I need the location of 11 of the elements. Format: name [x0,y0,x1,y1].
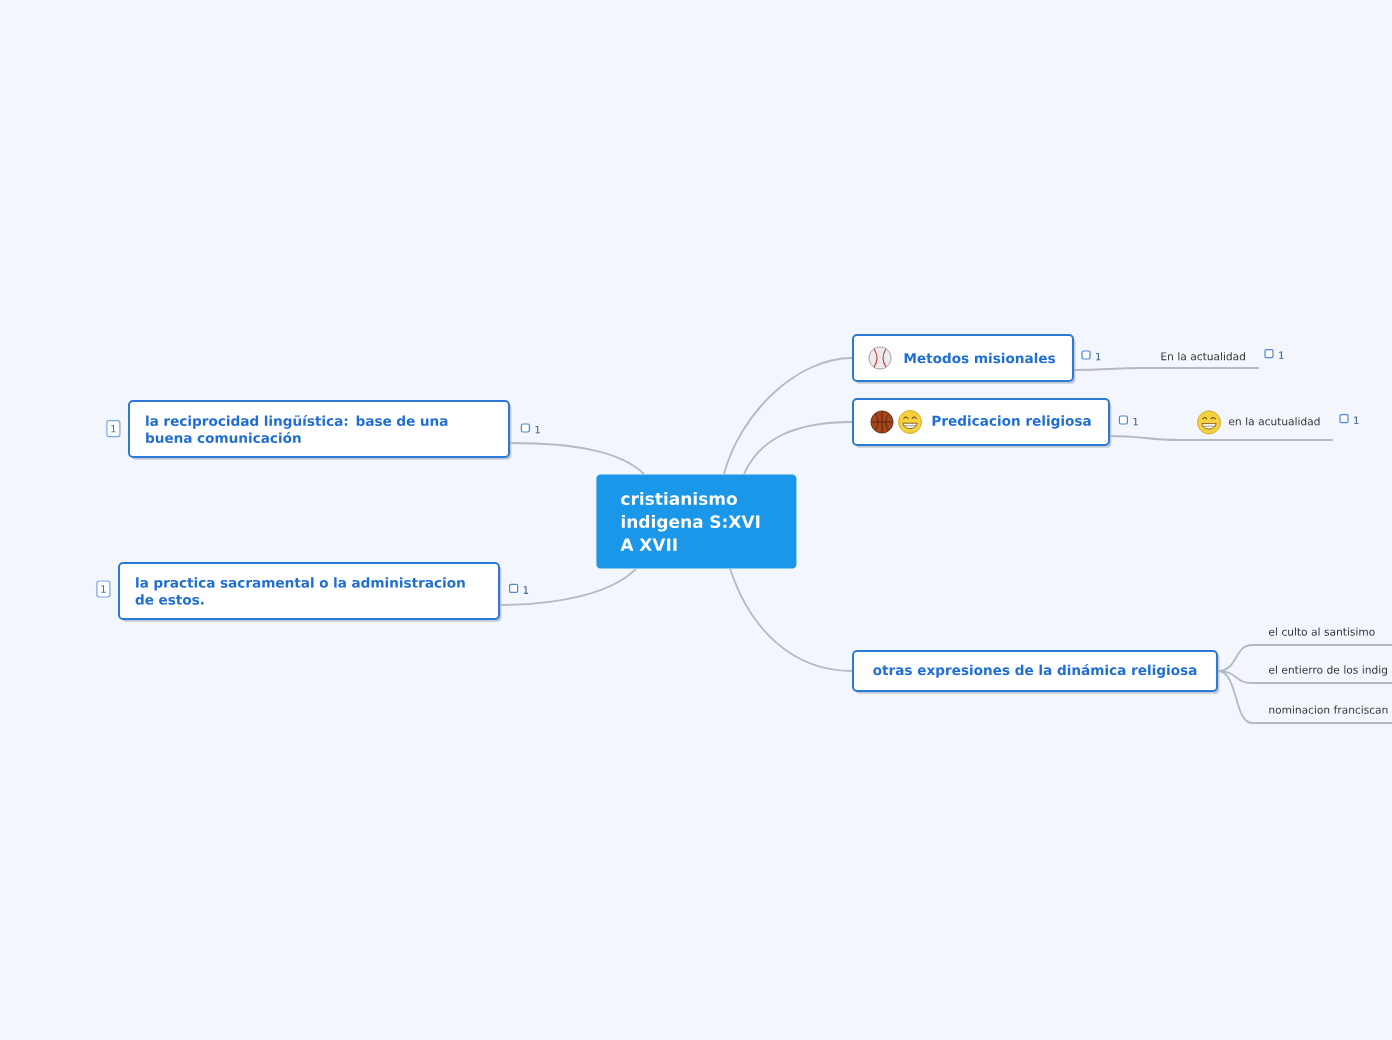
connector-line [1217,670,1253,724]
connector-line [499,567,637,606]
connector-line [729,567,853,672]
central-topic-box: cristianismo indigena S:XVI A XVII [596,474,797,569]
connector-line [1073,367,1145,371]
connector-line [1217,670,1253,684]
connector-line [743,421,853,475]
connector-line [509,442,645,475]
connector-line [723,357,853,475]
connector-line [1109,435,1181,441]
connector-line [1217,644,1253,672]
